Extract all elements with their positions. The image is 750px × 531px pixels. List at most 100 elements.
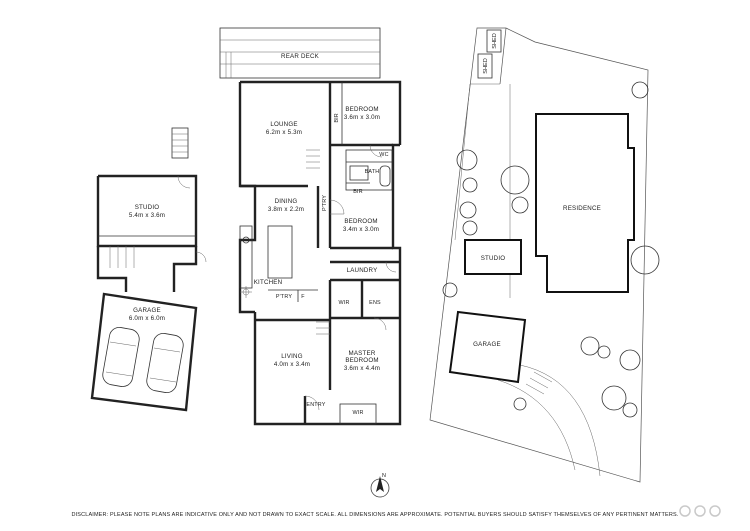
tree-icon [580,336,600,356]
garage-size: 6.0m x 6.0m [129,315,165,322]
bedroom2-size: 3.4m x 3.0m [343,226,379,233]
trees [442,81,660,418]
tree-icon [631,81,649,99]
bir2-label: BIR [353,189,363,195]
site-fence [499,27,507,85]
kitchen-island [267,225,293,279]
kitchen-label: KITCHEN [254,279,283,286]
shed-1 [486,29,502,53]
dining-size: 3.8m x 2.2m [268,206,304,213]
house-wall-north [240,80,402,145]
bir1-label: BIR [334,113,340,122]
car-icon [146,333,184,393]
living-label: LIVING [281,353,303,360]
entry-label: ENTRY [306,402,325,408]
tree-icon [622,402,638,418]
wc-door [369,144,383,158]
laundry-door [385,261,397,273]
studio-building [464,239,522,275]
garage-link-wall [96,246,128,292]
deck-boards [220,39,380,65]
shed-2-label: SHED [483,58,489,74]
fridge-label: F [301,294,305,300]
main-house-plan: REAR DECK LOUNGE 6.2m x 5.3m BEDROOM 3.6… [219,27,402,426]
residence-building [535,113,635,293]
entry-door [304,395,320,411]
vanity [349,165,369,181]
studio-building-label: STUDIO [481,255,506,262]
tree-icon [442,282,458,298]
bedroom2-door [329,199,345,215]
studio-garage-plan: STUDIO 5.4m x 3.6m GARAGE 6.0m x 6.0m [90,127,207,412]
tree-icon [462,177,478,193]
wir1-label: WIR [338,300,349,306]
lounge-label: LOUNGE [270,121,297,128]
studio-lower-steps [109,246,135,268]
house-wall-east [391,143,402,330]
disclaimer-text: DISCLAIMER: PLEASE NOTE PLANS ARE INDICA… [72,512,679,518]
side-door [195,251,207,263]
wir2-outline [339,403,377,425]
shed-1-label: SHED [492,33,498,49]
master-door [373,317,387,331]
entry-steps [316,321,330,335]
ptry-label: P'TRY [276,294,293,300]
site-plan: SHED SHED RESIDENCE STUDIO GARAGE [429,27,660,483]
tree-icon [630,245,660,275]
tree-icon [601,385,627,411]
bath-wc-block [345,149,393,191]
shed-2 [477,53,493,79]
north-arrow-icon: N [370,473,390,498]
bedroom1-size: 3.6m x 3.0m [344,114,380,121]
ptry-vertical-label: P'TRY [322,195,328,211]
wir2-label: WIR [352,410,363,416]
tree-icon [513,397,527,411]
wc-label: WC [379,152,388,158]
cooktop-icon [240,286,252,298]
car-icon [102,327,140,387]
garage-link-wall-east [172,246,198,292]
tree-icon [619,349,641,371]
lounge-size: 6.2m x 5.3m [266,129,302,136]
garage-label: GARAGE [133,307,161,314]
dining-label: DINING [275,198,298,205]
tree-icon [462,220,478,236]
tree-icon [511,196,529,214]
bathtub [379,165,391,187]
garage-building-label: GARAGE [473,341,501,348]
tree-icon [459,201,477,219]
garage-building [448,310,527,384]
studio-size: 5.4m x 3.6m [129,212,165,219]
sink-icon [242,236,250,244]
hall-steps [306,149,320,169]
garden-curve-2 [519,364,601,477]
studio-stairs [171,127,189,159]
rear-deck-label: REAR DECK [281,53,320,60]
house-wall-west [238,82,257,314]
bath-label: BATH [365,169,380,175]
house-wall-south [253,312,402,426]
kitchen-bench [239,225,253,289]
master-size: 3.6m x 4.4m [344,365,380,372]
master-label: MASTER [349,350,376,357]
studio-label: STUDIO [135,204,160,211]
garage-walls [90,292,198,412]
tree-icon [456,149,478,171]
driveway-edge [454,83,500,241]
garden-curve [497,379,576,471]
laundry-label: LAUNDRY [347,267,378,274]
tree-icon [500,165,530,195]
studio-walls [96,174,198,248]
residence-label: RESIDENCE [563,205,601,212]
deck-steps [225,52,232,78]
north-label: N [382,473,386,479]
rear-deck-outline [219,27,381,79]
site-steps [525,371,553,395]
ens-label: ENS [369,300,381,306]
brand-watermark [679,505,721,517]
studio-door [177,175,191,189]
tree-icon [597,345,611,359]
bedroom1-label: BEDROOM [345,106,378,113]
